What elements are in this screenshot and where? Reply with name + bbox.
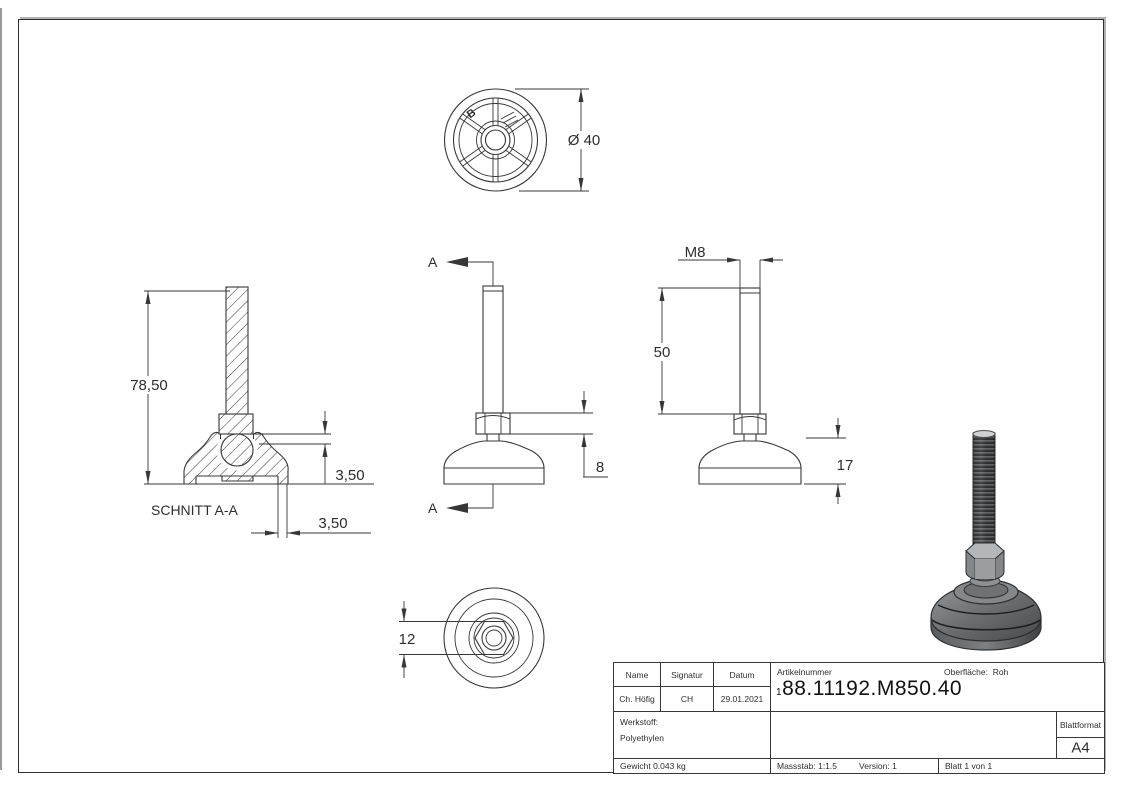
- molded-marking-lines: [500, 111, 519, 128]
- tb-format-value: A4: [1056, 737, 1105, 759]
- tb-article-cell: Artikelnummer Oberfläche: Roh 188.11192.…: [770, 662, 1105, 712]
- tb-article-number: 188.11192.M850.40: [776, 677, 963, 700]
- top-view: B Ø 40: [443, 88, 604, 192]
- tb-weight-cell: Gewicht 0.043 kg: [613, 758, 771, 774]
- title-block: Name Signatur Datum Ch. Höfig CH 29.01.2…: [613, 662, 1105, 774]
- dim-lip-lines: [251, 484, 371, 538]
- dim-gap-lines: [255, 411, 331, 484]
- side-view: M8 50: [649, 244, 853, 504]
- section-view: 78,50 3,50 3,50 SCHNITT A-A: [125, 286, 374, 538]
- page-left-edge: [0, 8, 2, 770]
- cut-letter-top: A: [428, 254, 438, 270]
- tb-sheet-cell: Blatt 1 von 1: [938, 758, 1105, 774]
- dim-base-lines: [804, 418, 846, 504]
- dim-overall-height: 78,50: [130, 377, 168, 394]
- dim-hex-lines: [399, 601, 486, 678]
- tb-empty-cell: [770, 711, 1057, 759]
- tb-material-cell: Werkstoff: Polyethylen: [613, 711, 771, 759]
- drawing-frame: B Ø 40: [18, 19, 1105, 774]
- dim-thread: M8: [685, 244, 706, 261]
- section-label: SCHNITT A-A: [151, 502, 239, 518]
- drawing-canvas: B Ø 40: [125, 88, 1042, 689]
- tb-signature-header: Signatur: [660, 662, 714, 687]
- tb-format-header: Blattformat: [1056, 711, 1105, 738]
- tb-name-value: Ch. Höfig: [613, 686, 661, 712]
- front-view: A A: [428, 254, 608, 516]
- tb-surface: Oberfläche: Roh: [944, 667, 1009, 677]
- dim-gap: 3,50: [335, 467, 364, 484]
- tb-article-label: Artikelnummer: [777, 667, 832, 677]
- dim-top-diameter: Ø 40: [568, 132, 601, 149]
- cut-letter-bottom: A: [428, 500, 438, 516]
- dim-base-height: 17: [837, 457, 854, 474]
- dim-hex-width: 12: [399, 631, 416, 648]
- tb-date-header: Datum: [713, 662, 771, 687]
- bottom-view: 12: [393, 587, 545, 689]
- tb-signature-value: CH: [660, 686, 714, 712]
- render-3d: [930, 430, 1042, 651]
- dim-thread-lines: [678, 257, 783, 288]
- dim-nut-height: 8: [596, 459, 604, 476]
- dim-lip: 3,50: [318, 515, 347, 532]
- tb-date-value: 29.01.2021: [713, 686, 771, 712]
- dim-thread-length: 50: [654, 344, 671, 361]
- tb-name-header: Name: [613, 662, 661, 687]
- dim-nut-lines: [510, 391, 608, 478]
